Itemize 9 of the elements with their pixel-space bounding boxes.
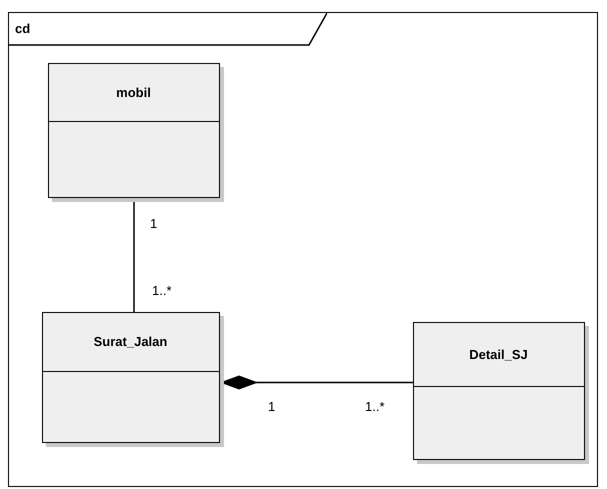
class-name: Surat_Jalan: [94, 334, 168, 349]
class-name: mobil: [116, 84, 151, 100]
multiplicity-label: 1: [268, 399, 276, 414]
class-name: Detail_SJ: [469, 346, 528, 362]
frame-title: cd: [15, 21, 30, 36]
diagram-frame: [8, 12, 598, 487]
multiplicity-label: 1..*: [365, 399, 385, 414]
multiplicity-label: 1: [150, 216, 158, 231]
multiplicity-label: 1..*: [152, 283, 172, 298]
